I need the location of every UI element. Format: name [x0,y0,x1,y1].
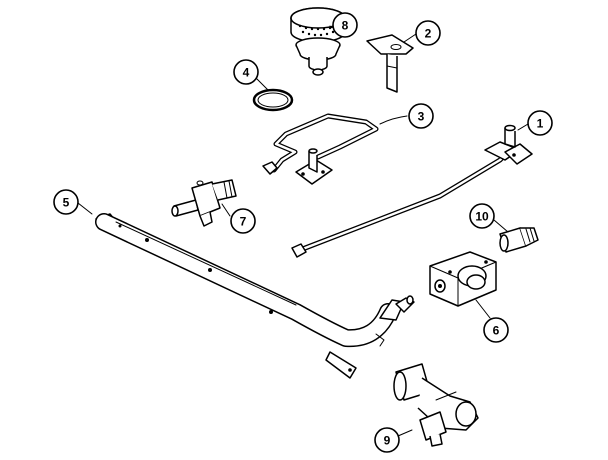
callout-9: 9 [374,427,400,453]
callout-1-label: 1 [537,117,544,131]
callout-2: 2 [415,20,441,46]
callout-5: 5 [53,189,79,215]
callout-1: 1 [527,110,553,136]
part-7-orifice-fitting [171,179,237,227]
part-1-supply-tubing [291,124,533,258]
part-3-pilot-tubing [262,113,379,185]
part-9-valve [393,363,479,447]
callout-2-label: 2 [425,27,432,41]
callout-5-label: 5 [63,196,70,210]
callout-6: 6 [483,317,509,343]
callout-6-label: 6 [493,324,500,338]
part-10-fitting [499,227,539,253]
callout-9-label: 9 [384,434,391,448]
callout-3: 3 [408,103,434,129]
callout-4: 4 [233,59,259,85]
callout-8-label: 8 [342,19,349,33]
callout-7-label: 7 [240,215,247,229]
part-5-manifold-pipe [95,213,415,379]
part-8-regulator-cap [290,7,346,76]
callout-3-label: 3 [418,110,425,124]
part-4-o-ring [252,88,294,112]
part-2-bracket [366,34,414,93]
callout-leaders [77,23,529,437]
callout-10-label: 10 [475,210,489,224]
callout-4-label: 4 [243,66,250,80]
part-6-regulator [429,251,497,307]
callout-7: 7 [230,208,256,234]
callout-8: 8 [332,12,358,38]
callout-10: 10 [469,203,495,229]
